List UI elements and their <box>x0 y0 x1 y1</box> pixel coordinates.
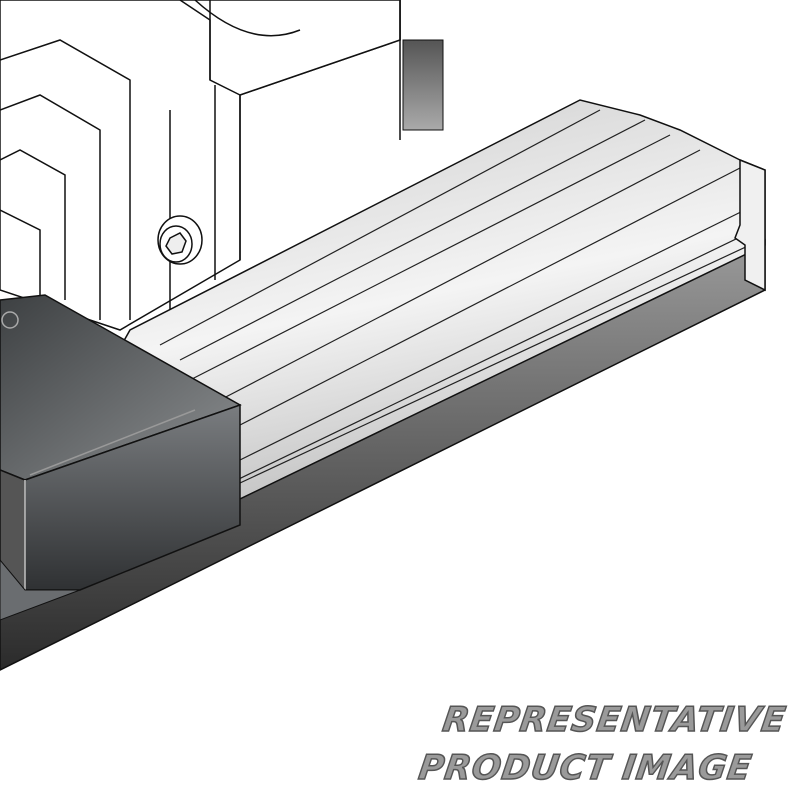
watermark-line-2: PRODUCT IMAGE <box>416 747 756 789</box>
cap-screw-icon <box>157 215 203 265</box>
carriage-lower-face <box>0 559 81 621</box>
rail-end-face <box>734 158 766 292</box>
mounting-bracket <box>0 0 401 331</box>
watermark-line-1: REPRESENTATIVE <box>440 699 790 741</box>
carriage-block <box>0 294 242 592</box>
dark-panel <box>402 39 444 131</box>
